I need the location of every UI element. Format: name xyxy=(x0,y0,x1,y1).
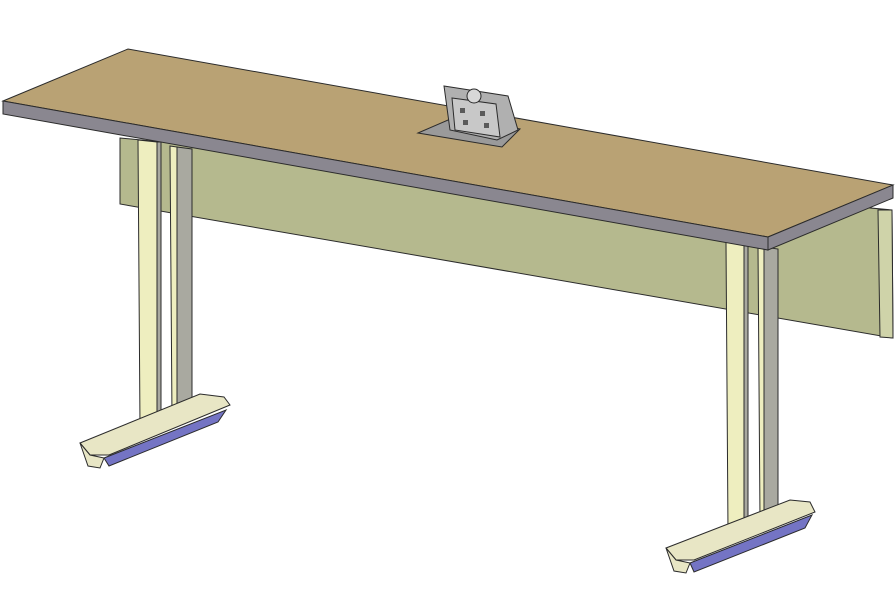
left-foot xyxy=(79,393,231,469)
outlet-hole xyxy=(480,111,485,116)
outlet-hole xyxy=(460,108,465,113)
left-leg xyxy=(137,139,193,428)
tabletop xyxy=(1,48,895,251)
outlet-hole xyxy=(484,123,489,128)
power-grommet xyxy=(416,85,522,148)
right-foot xyxy=(665,499,816,574)
grommet-cable-knob xyxy=(466,88,482,104)
outlet-hole xyxy=(463,120,468,125)
